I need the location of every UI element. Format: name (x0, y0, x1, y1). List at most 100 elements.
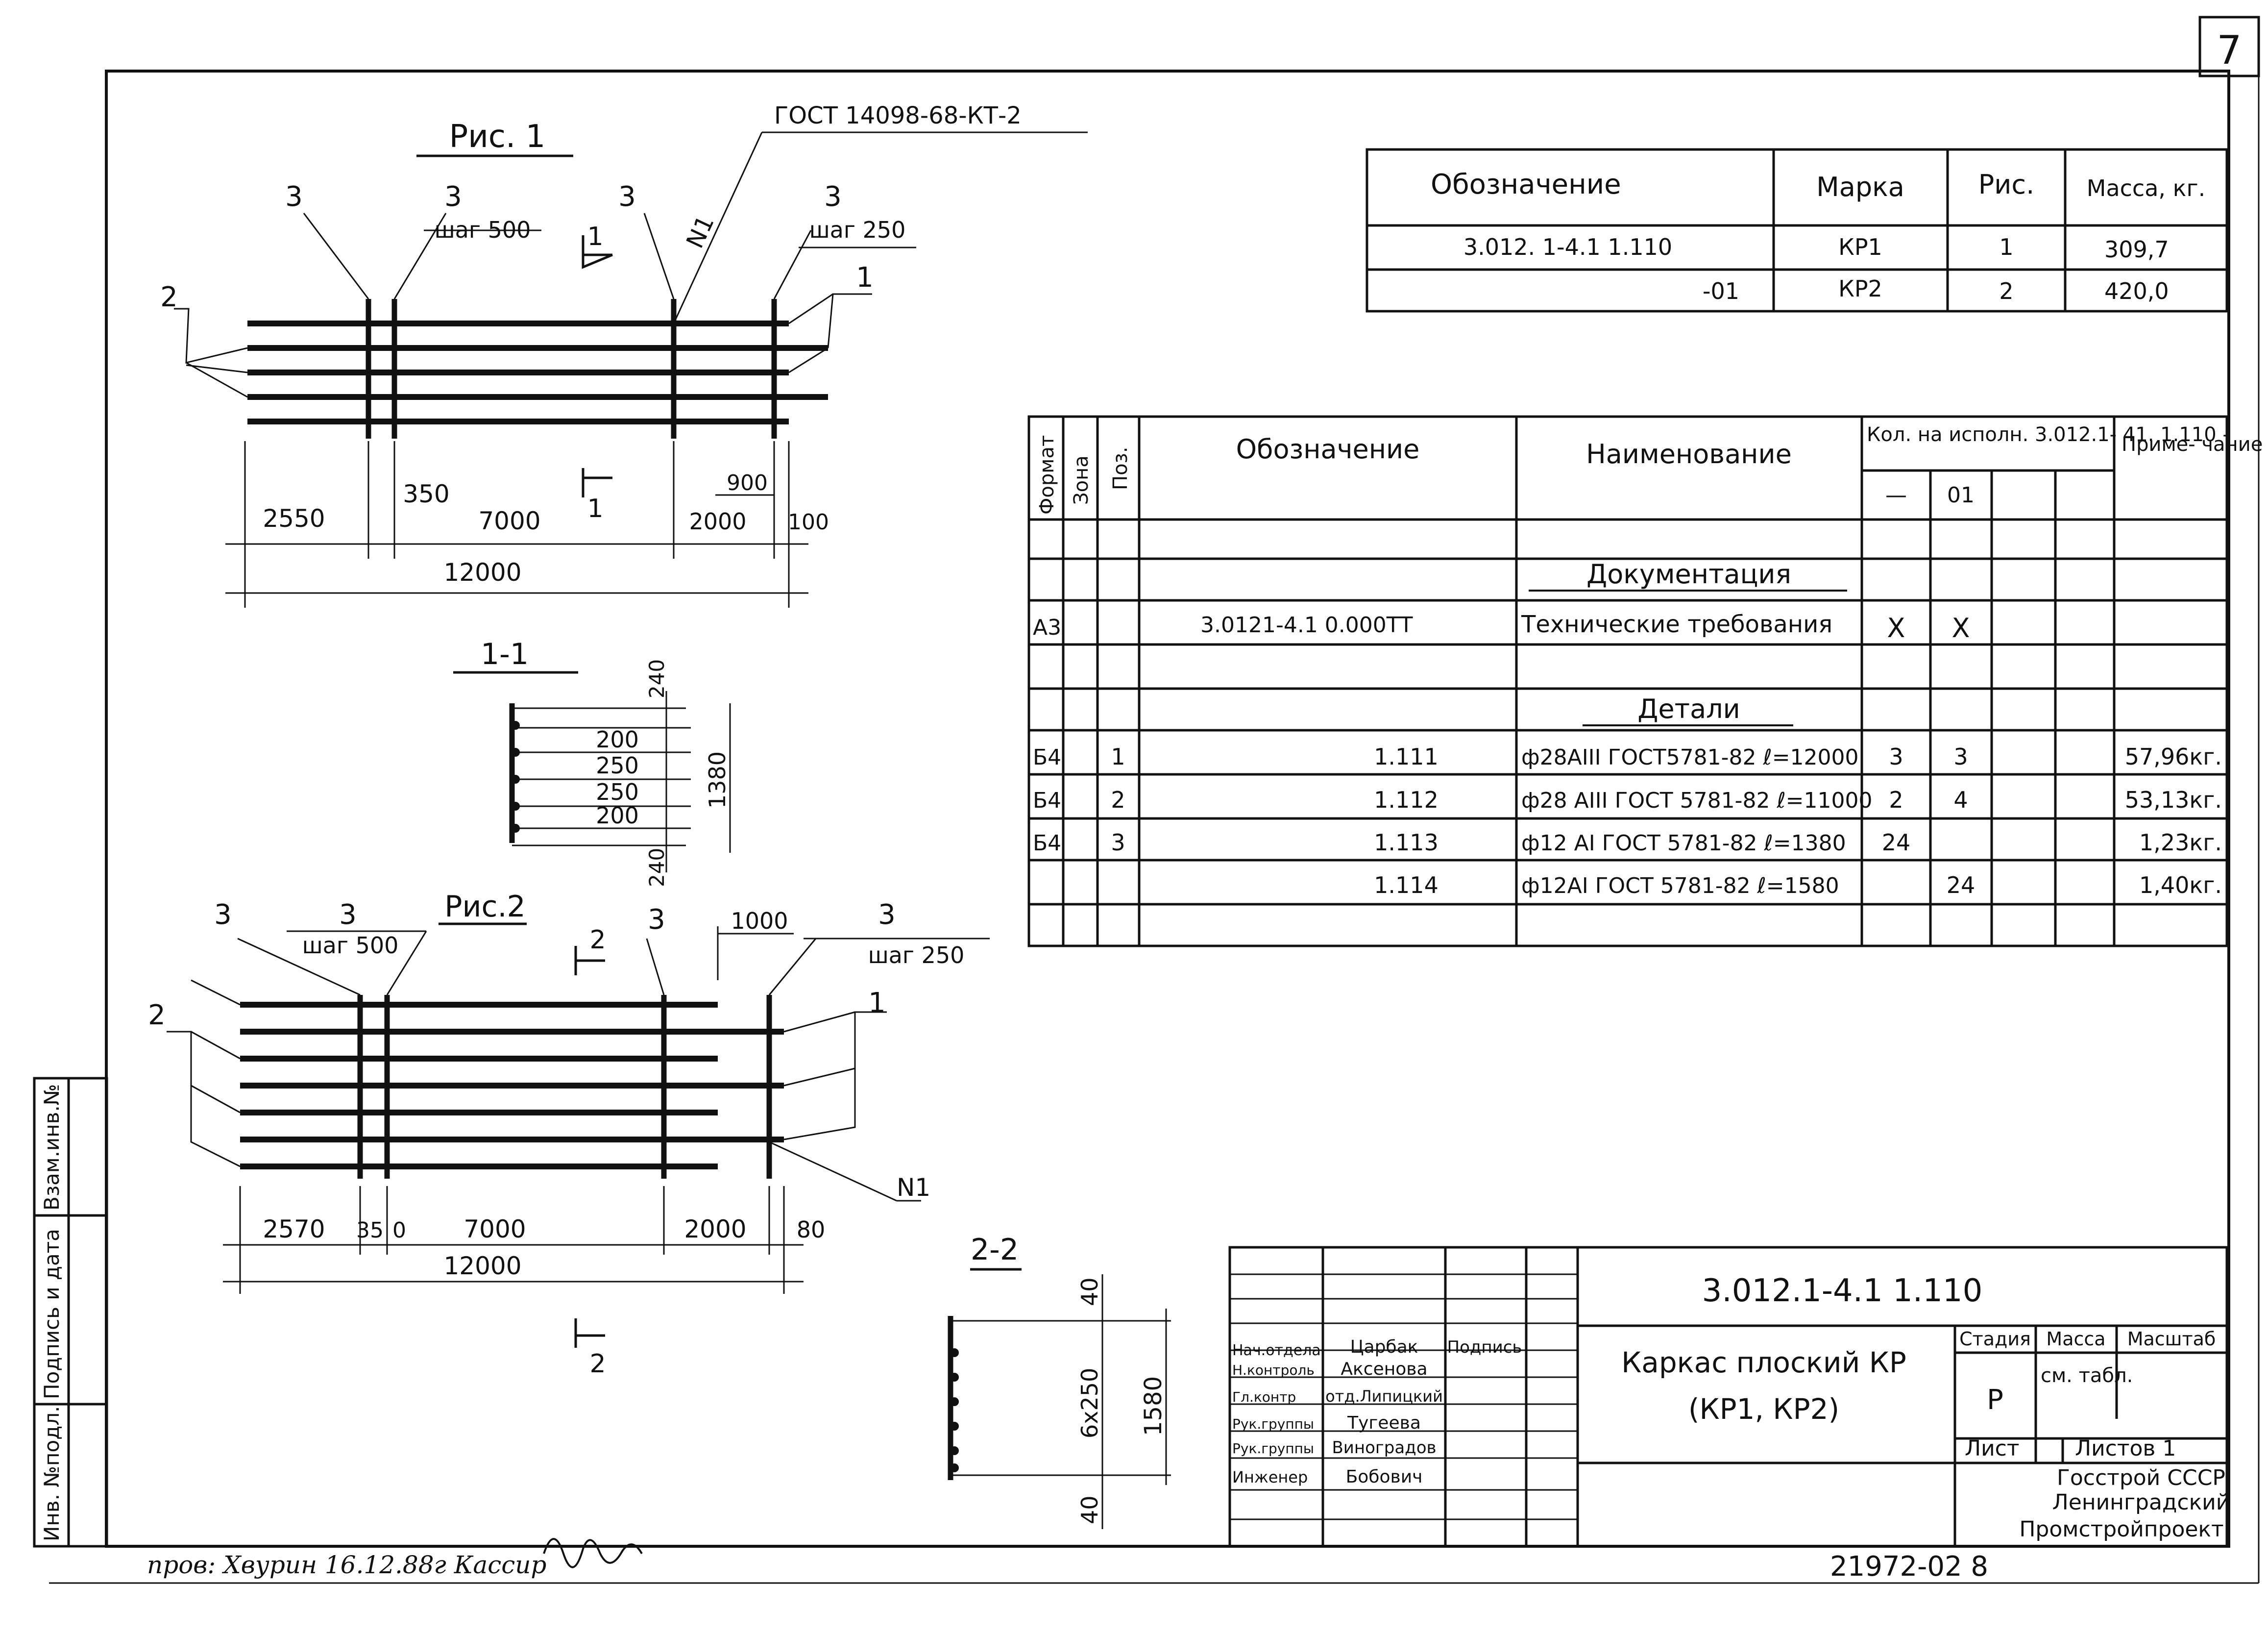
fig2-step-right: шаг 250 (868, 942, 965, 968)
spec-row2-pos: 2 (1111, 787, 1125, 813)
spec-header-qty: Кол. на исполн. 3.012.1- 41. 1.110 - (1867, 423, 2230, 446)
title-block-name-line2: (КР1, КР2) (1688, 1392, 1839, 1426)
title-block-staff-2-name: Аксенова (1341, 1359, 1427, 1379)
fig1-title: Рис. 1 (449, 119, 546, 155)
section-1-1-bars (512, 691, 731, 872)
mass-table-cell-mass-2: 420,0 (2104, 278, 2169, 304)
side-stamp-replace: Взам.инв.№ (40, 1084, 64, 1211)
side-stamp-inv: Инв. №подл. (40, 1406, 64, 1541)
fig2-callout-2: 2 (148, 999, 166, 1031)
fig2: Рис.2 (148, 890, 990, 1379)
fig2-callout-3a: 3 (214, 899, 232, 931)
title-block-name-line1: Каркас плоский КР (1621, 1346, 1906, 1379)
fig1-section-mark-top: 1 (587, 222, 603, 251)
title-block-sheets-label: Листов 1 (2075, 1436, 2176, 1461)
fig2-callout-3c: 3 (648, 904, 665, 936)
fig2-dim-2570: 2570 (263, 1215, 325, 1243)
title-block-staff-6-role: Инженер (1232, 1468, 1308, 1486)
title-block-staff-5-role: Рук.группы (1232, 1440, 1314, 1457)
spec-row3-designation: 1.113 (1374, 829, 1439, 856)
spec-row1-qty-2: 3 (1953, 743, 1968, 770)
title-block-stage: Р (1987, 1384, 2003, 1416)
fig2-callout-1: 1 (868, 987, 886, 1019)
spec-doc-qty-1: X (1887, 613, 1905, 644)
spec-row2-format: Б4 (1033, 788, 1061, 813)
sheet-frame (49, 16, 2260, 1584)
mass-table-header-designation: Обозначение (1431, 169, 1621, 200)
section-1-1: 1-1 240 200 250 250 200 240 1380 (453, 637, 731, 887)
spec-header-zone: Зона (1070, 455, 1093, 505)
section-1-1-dim-250b: 250 (596, 779, 639, 805)
section-1-1-dim-240-top: 240 (645, 659, 669, 698)
bottom-left-note: пров: Хвурин 16.12.88г Кассир (147, 1551, 546, 1579)
spec-row1-format: Б4 (1033, 745, 1061, 770)
title-block-signature-col: Подпись (1447, 1337, 1522, 1357)
mass-table-cell-designation-2: -01 (1703, 278, 1739, 304)
spec-row2-qty-1: 2 (1889, 787, 1903, 813)
fig1-dim-100: 100 (788, 510, 829, 535)
spec-header-qty-sub-2: 01 (1947, 483, 1975, 508)
section-2-2-title: 2-2 (971, 1233, 1019, 1267)
title-block-staff-1-role: Нач.отдела (1232, 1342, 1321, 1359)
title-block-hdr-stage: Стадия (1959, 1328, 2031, 1350)
title-block-mass-note: см. табл. (2041, 1364, 2133, 1387)
fig1-gost-note: ГОСТ 14098-68-КТ-2 (774, 102, 1022, 129)
fig1-step-left: шаг 500 (435, 217, 531, 243)
title-block-org-1: Госстрой СССР (2057, 1465, 2225, 1490)
spec-row3-name: ф12 АI ГОСТ 5781-82 ℓ=1380 (1521, 831, 1846, 856)
mass-table-cell-fig-2: 2 (1999, 278, 2013, 304)
spec-section-docs: Документация (1586, 559, 1791, 590)
section-1-1-title: 1-1 (481, 637, 529, 671)
fig2-rebar-bars (240, 1002, 784, 1169)
fig2-dim-80: 80 (797, 1216, 826, 1243)
fig1-cross-bars (366, 299, 777, 439)
fig2-weld-label: N1 (897, 1173, 930, 1202)
section-2-2-bars (951, 1274, 1171, 1529)
title-block-staff-4-name: Тугеева (1347, 1413, 1421, 1433)
fig1-callout-3b: 3 (444, 181, 462, 213)
spec-row1-name: ф28АIII ГОСТ5781-82 ℓ=12000 (1521, 745, 1859, 770)
fig1-callout-1: 1 (856, 262, 874, 294)
spec-header-designation: Обозначение (1236, 434, 1420, 465)
fig1-step-right: шаг 250 (809, 217, 906, 243)
title-block-staff-4-role: Рук.группы (1232, 1416, 1314, 1432)
mass-table: Обозначение Марка Рис. Масса, кг. 3.012.… (1366, 148, 2228, 313)
title-block-staff-5-name: Виноградов (1332, 1438, 1436, 1458)
fig2-step-left: шаг 500 (302, 932, 399, 959)
fig2-dim-2000: 2000 (684, 1215, 746, 1243)
fig1-callout-3c: 3 (618, 181, 636, 213)
title-block-staff-6-name: Бобович (1346, 1467, 1423, 1487)
spec-row2-designation: 1.112 (1374, 787, 1439, 813)
title-block-staff-2-role: Н.контроль (1232, 1362, 1315, 1378)
spec-header-pos: Поз. (1109, 446, 1132, 490)
title-block-staff-1-name: Царбак (1350, 1337, 1418, 1357)
title-block-staff-3-name: отд.Липицкий (1325, 1387, 1443, 1406)
section-2-2-dim-40-top: 40 (1076, 1277, 1103, 1306)
sheet-number: 7 (2217, 27, 2242, 73)
fig2-callout-3b: 3 (339, 899, 357, 931)
section-2-2-dim-6x250: 6x250 (1076, 1368, 1103, 1438)
fig1-weld-label: N1 (681, 211, 720, 252)
side-stamp (33, 1077, 108, 1548)
fig2-dim-12000: 12000 (443, 1252, 521, 1280)
fig1-section-marks (582, 235, 613, 497)
fig2-dim-0: 0 (392, 1218, 406, 1243)
spec-doc-name: Технические требования (1521, 611, 1832, 638)
fig1-callout-3a: 3 (285, 181, 303, 213)
mass-table-cell-designation-1: 3.012. 1-4.1 1.110 (1463, 234, 1672, 260)
section-1-1-dots (511, 721, 520, 833)
spec-row1-pos: 1 (1111, 743, 1125, 770)
spec-row4-note: 1,40кг. (2139, 872, 2222, 898)
fig2-dim-35: 35 (356, 1218, 384, 1243)
fig2-cross-bars (357, 995, 772, 1179)
spec-header-note: Приме- чание (2122, 433, 2263, 456)
spec-row1-qty-1: 3 (1889, 743, 1903, 770)
section-2-2-dim-1580: 1580 (1140, 1376, 1167, 1436)
spec-doc-designation: 3.0121-4.1 0.000ТТ (1200, 613, 1413, 638)
spec-row1-note: 57,96кг. (2125, 743, 2222, 770)
spec-row2-name: ф28 АIII ГОСТ 5781-82 ℓ=11000 (1521, 788, 1873, 813)
spec-row4-designation: 1.114 (1374, 872, 1439, 898)
fig2-dim-1000: 1000 (731, 908, 788, 934)
fig1-dimension-lines (225, 441, 808, 608)
